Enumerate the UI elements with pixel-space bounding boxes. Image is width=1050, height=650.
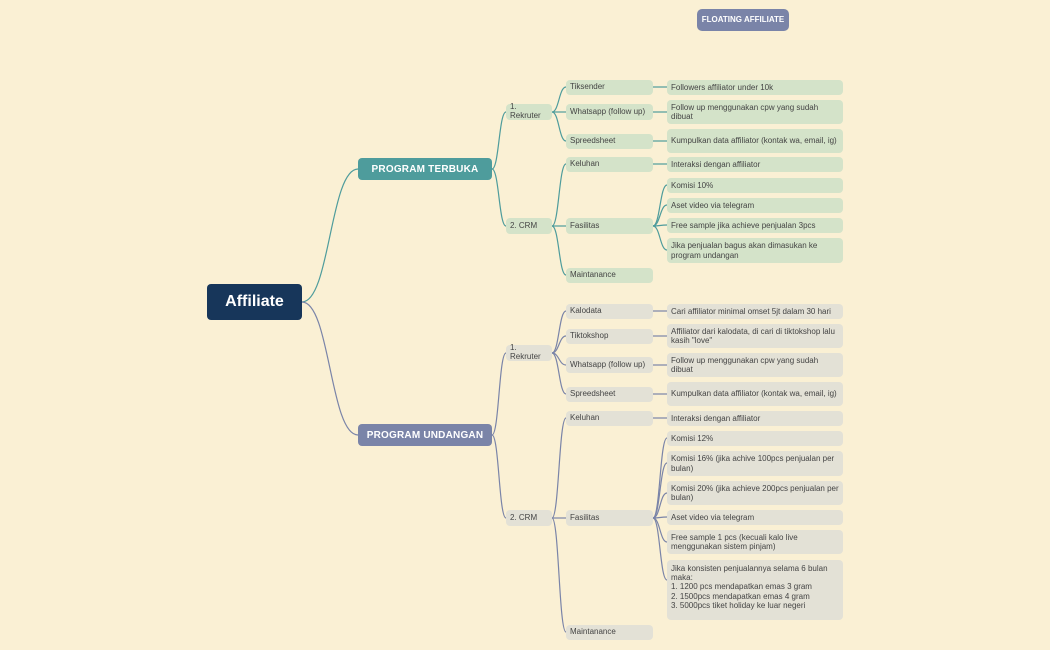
terbuka-fasilitas-item[interactable]: Komisi 10% — [667, 178, 843, 193]
undangan-fasilitas-item[interactable]: Komisi 16% (jika achive 100pcs penjualan… — [667, 451, 843, 476]
undangan-tiktokshop-topic[interactable]: Tiktokshop — [566, 329, 653, 344]
undangan-rekruter-topic[interactable]: 1. Rekruter — [506, 343, 552, 361]
undangan-keluhan-detail[interactable]: Interaksi dengan affiliator — [667, 411, 843, 426]
bonus-line: Jika konsisten penjualannya selama 6 bul… — [671, 564, 828, 583]
undangan-maintanance-topic[interactable]: Maintanance — [566, 625, 653, 640]
connector-line — [551, 517, 567, 633]
connector-line — [491, 352, 507, 436]
connector-line — [551, 352, 567, 395]
terbuka-tiksender-detail[interactable]: Followers affiliator under 10k — [667, 80, 843, 95]
connector-line — [551, 111, 567, 142]
terbuka-keluhan-detail[interactable]: Interaksi dengan affiliator — [667, 157, 843, 172]
undangan-fasilitas-topic[interactable]: Fasilitas — [566, 510, 653, 526]
bonus-line: 3. 5000pcs tiket holiday ke luar negeri — [671, 600, 806, 610]
connector-line — [551, 163, 567, 227]
connector-line — [551, 310, 567, 354]
bonus-line: 1. 1200 pcs mendapatkan emas 3 gram — [671, 582, 812, 592]
bonus-line: 2. 1500pcs mendapatkan emas 4 gram — [671, 591, 810, 601]
undangan-fasilitas-item[interactable]: Komisi 12% — [667, 431, 843, 446]
connector-line — [652, 517, 668, 581]
terbuka-fasilitas-item[interactable]: Jika penjualan bagus akan dimasukan ke p… — [667, 238, 843, 263]
undangan-tiktokshop-detail[interactable]: Affiliator dari kalodata, di cari di tik… — [667, 324, 843, 348]
terbuka-fasilitas-item[interactable]: Free sample jika achieve penjualan 3pcs — [667, 218, 843, 233]
connector-line — [551, 417, 567, 519]
program-undangan-topic[interactable]: PROGRAM UNDANGAN — [358, 424, 492, 446]
connector-line — [652, 492, 668, 519]
undangan-whatsapp-detail[interactable]: Follow up menggunakan cpw yang sudah dib… — [667, 353, 843, 377]
connector-line — [652, 462, 668, 519]
terbuka-spreedsheet-topic[interactable]: Spreedsheet — [566, 134, 653, 149]
undangan-fasilitas-item[interactable]: Free sample 1 pcs (kecuali kalo live men… — [667, 530, 843, 554]
program-terbuka-topic[interactable]: PROGRAM TERBUKA — [358, 158, 492, 180]
connector-line — [301, 301, 359, 436]
connector-line — [652, 225, 668, 251]
undangan-kalodata-detail[interactable]: Cari affiliator minimal omset 5jt dalam … — [667, 304, 843, 319]
undangan-whatsapp-topic[interactable]: Whatsapp (follow up) — [566, 357, 653, 373]
connector-line — [301, 168, 359, 303]
terbuka-maintanance-topic[interactable]: Maintanance — [566, 268, 653, 283]
terbuka-fasilitas-topic[interactable]: Fasilitas — [566, 218, 653, 234]
connector-line — [491, 111, 507, 170]
undangan-spreedsheet-detail[interactable]: Kumpulkan data affiliator (kontak wa, em… — [667, 382, 843, 406]
terbuka-tiksender-topic[interactable]: Tiksender — [566, 80, 653, 95]
terbuka-fasilitas-item[interactable]: Aset video via telegram — [667, 198, 843, 213]
terbuka-crm-topic[interactable]: 2. CRM — [506, 218, 552, 234]
undangan-fasilitas-bonus[interactable]: Jika konsisten penjualannya selama 6 bul… — [667, 560, 843, 620]
undangan-spreedsheet-topic[interactable]: Spreedsheet — [566, 387, 653, 402]
undangan-kalodata-topic[interactable]: Kalodata — [566, 304, 653, 319]
terbuka-spreedsheet-detail[interactable]: Kumpulkan data affiliator (kontak wa, em… — [667, 129, 843, 153]
connector-line — [551, 225, 567, 276]
undangan-keluhan-topic[interactable]: Keluhan — [566, 411, 653, 426]
connector-line — [491, 434, 507, 519]
undangan-crm-topic[interactable]: 2. CRM — [506, 510, 552, 526]
terbuka-whatsapp-detail[interactable]: Follow up menggunakan cpw yang sudah dib… — [667, 100, 843, 124]
undangan-fasilitas-item[interactable]: Komisi 20% (jika achieve 200pcs penjuala… — [667, 481, 843, 505]
terbuka-keluhan-topic[interactable]: Keluhan — [566, 157, 653, 172]
connector-line — [551, 335, 567, 354]
connector-line — [491, 168, 507, 227]
connector-line — [551, 86, 567, 113]
floating-affiliate-topic[interactable]: FLOATING AFFILIATE — [697, 9, 789, 31]
root-topic-affiliate[interactable]: Affiliate — [207, 284, 302, 320]
undangan-fasilitas-item[interactable]: Aset video via telegram — [667, 510, 843, 525]
terbuka-rekruter-topic[interactable]: 1. Rekruter — [506, 102, 552, 120]
terbuka-whatsapp-topic[interactable]: Whatsapp (follow up) — [566, 104, 653, 120]
